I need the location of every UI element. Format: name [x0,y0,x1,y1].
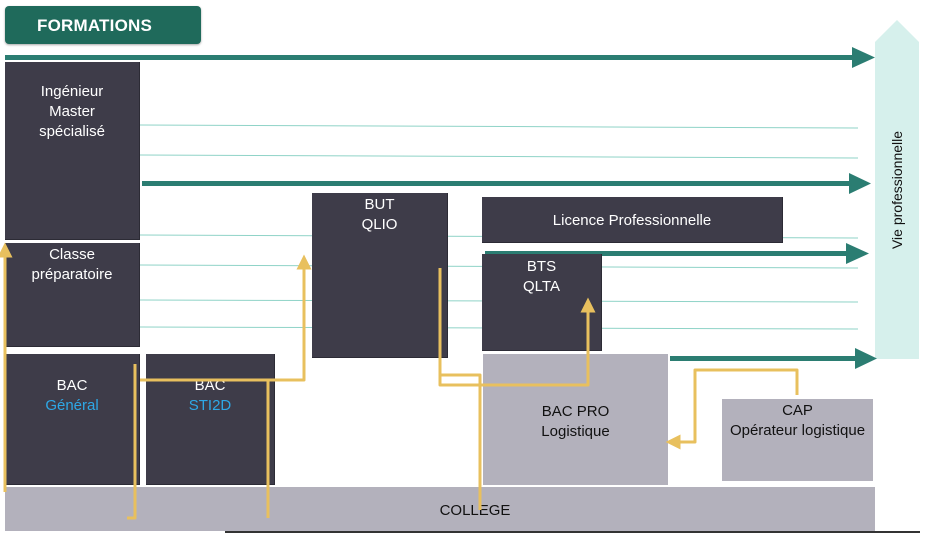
licence-professionnelle-box: Licence Professionnelle [482,197,783,243]
vie-professionnelle-panel [875,20,919,359]
formations-badge: FORMATIONS [5,6,201,44]
cap-box: CAP Opérateur logistique [722,399,873,481]
cap-line: Opérateur logistique [729,422,866,439]
path-bac-to-but [140,254,312,382]
bottom-rule [225,531,920,533]
path-college-cross [440,373,482,510]
bac-sti2d-line2: STI2D [188,397,232,414]
bac-pro-line: BAC PRO [541,403,610,420]
licence-label: Licence Professionnelle [552,212,712,229]
arrow-licence [485,243,869,264]
college-bar: COLLEGE [5,487,875,531]
path-college-to-bac-general [127,364,137,520]
guide-line [139,124,859,129]
but-qlio-box: BUT QLIO [312,193,448,358]
ingenieur-box: Ingénieur Master spécialisé [5,62,140,240]
bts-line: BTS [526,258,557,275]
bac-pro-box: BAC PRO Logistique [483,354,668,485]
arrow-ingenieur [142,173,871,194]
prepa-line: Classe [49,246,95,263]
ingenieur-line: spécialisé [39,123,105,140]
prepa-line: préparatoire [31,266,113,283]
formations-title: FORMATIONS [37,16,153,35]
bac-general-line1: BAC [56,377,88,394]
bac-general-line2: Général [45,397,99,414]
guide-line [139,154,859,159]
ingenieur-line: Ingénieur [40,83,104,100]
ingenieur-line: Master [49,103,95,120]
cap-line: CAP [782,402,813,419]
arrow-top [5,47,875,68]
college-label: COLLEGE [439,502,511,519]
path-cap-to-bac-pro [665,368,799,450]
bts-line: QLTA [523,278,560,295]
bac-pro-line: Logistique [541,423,610,440]
arrow-bac-pro [670,348,877,369]
bac-sti2d-box: BAC STI2D [146,354,275,485]
but-line: BUT [364,196,395,213]
bac-general-box: BAC Général [5,354,140,485]
classe-preparatoire-box: Classe préparatoire [5,243,140,347]
path-but-to-bts [438,268,596,387]
but-line: QLIO [361,216,398,233]
